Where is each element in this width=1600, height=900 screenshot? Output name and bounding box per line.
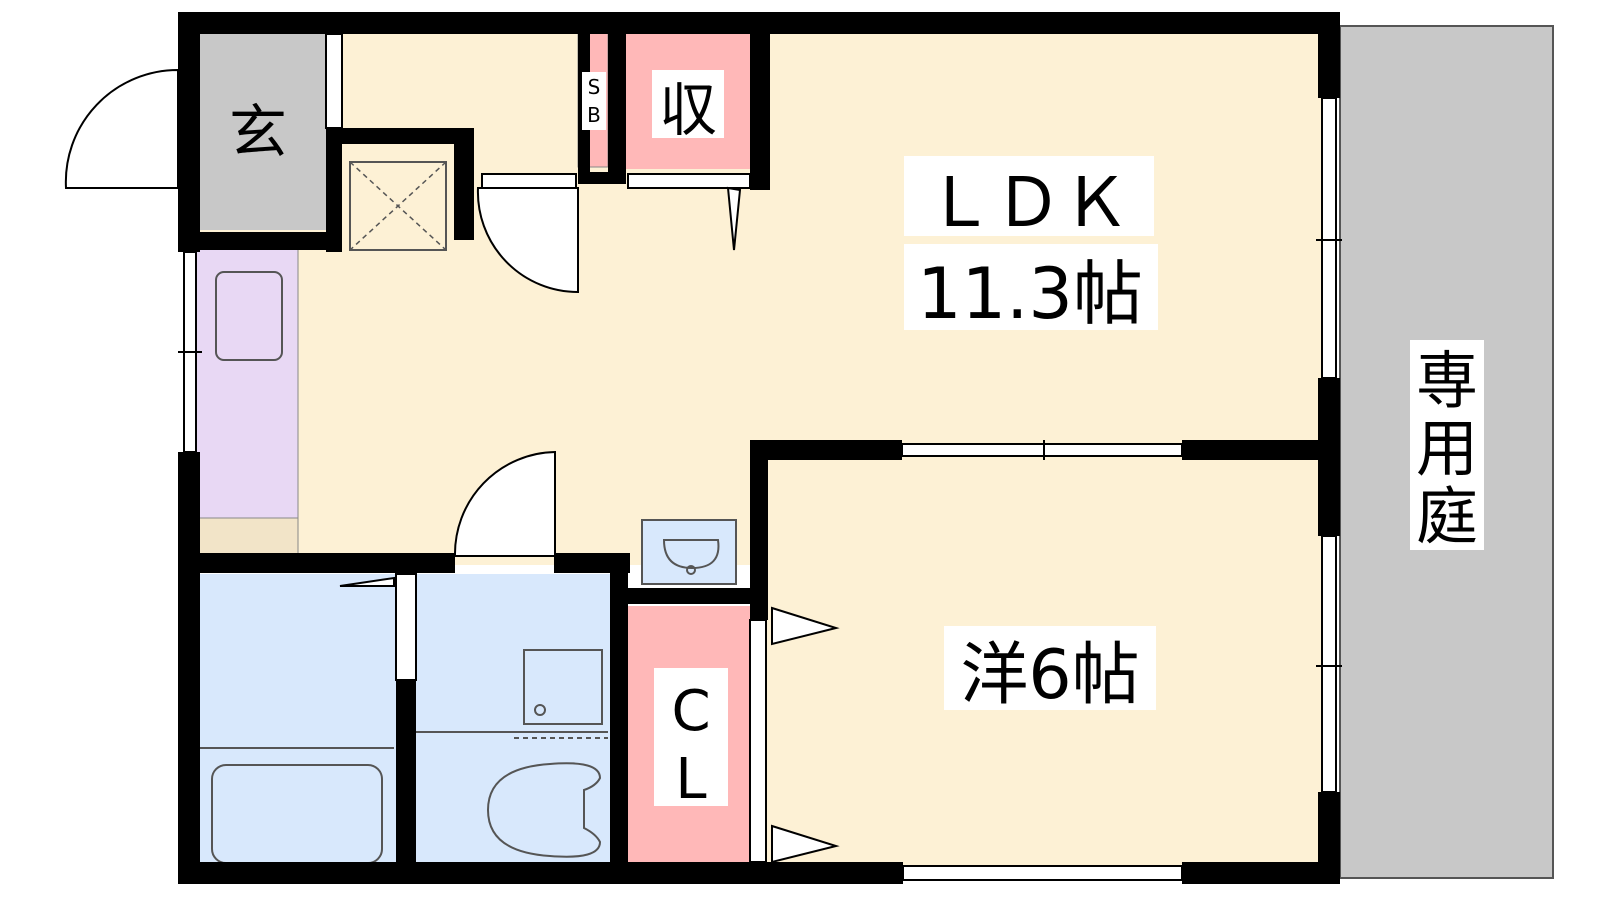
label-shoebox-s: S — [588, 75, 601, 99]
label-closet-c: C — [671, 679, 710, 744]
label-ldk-size: 11.3帖 — [917, 253, 1143, 335]
washbasin-bowl — [662, 539, 720, 570]
label-garden-2: 用 — [1416, 412, 1478, 485]
label-garden-1: 専 — [1416, 344, 1478, 417]
label-shoebox-b: B — [587, 103, 601, 127]
windows — [183, 33, 1337, 881]
wet-door — [453, 450, 556, 557]
ldk-door — [476, 187, 579, 294]
storage-door — [726, 186, 742, 251]
closet-door-bottom — [771, 824, 840, 864]
label-garden-3: 庭 — [1416, 480, 1478, 553]
wm-drain — [534, 704, 546, 716]
toilet — [486, 762, 602, 858]
entrance-door — [64, 68, 179, 189]
label-entrance: 玄 — [229, 98, 287, 166]
bath-door — [339, 576, 395, 587]
label-closet-l: L — [675, 747, 706, 812]
label-ldk-name: ＬＤＫ — [926, 164, 1130, 243]
washbasin — [641, 519, 737, 585]
counter-end — [195, 517, 299, 556]
pipe-space — [349, 161, 447, 251]
washing-machine-space — [523, 649, 603, 725]
label-bedroom: 洋6帖 — [960, 636, 1139, 715]
label-storage: 収 — [659, 76, 717, 144]
window-ticks — [178, 239, 1342, 667]
pipe-x2 — [349, 161, 447, 251]
washbasin-tap — [686, 565, 696, 575]
sink-outline — [215, 271, 283, 361]
closet-door-top — [771, 606, 840, 646]
doors — [64, 68, 840, 864]
walls — [178, 12, 1340, 884]
bathroom-floor — [196, 574, 396, 874]
